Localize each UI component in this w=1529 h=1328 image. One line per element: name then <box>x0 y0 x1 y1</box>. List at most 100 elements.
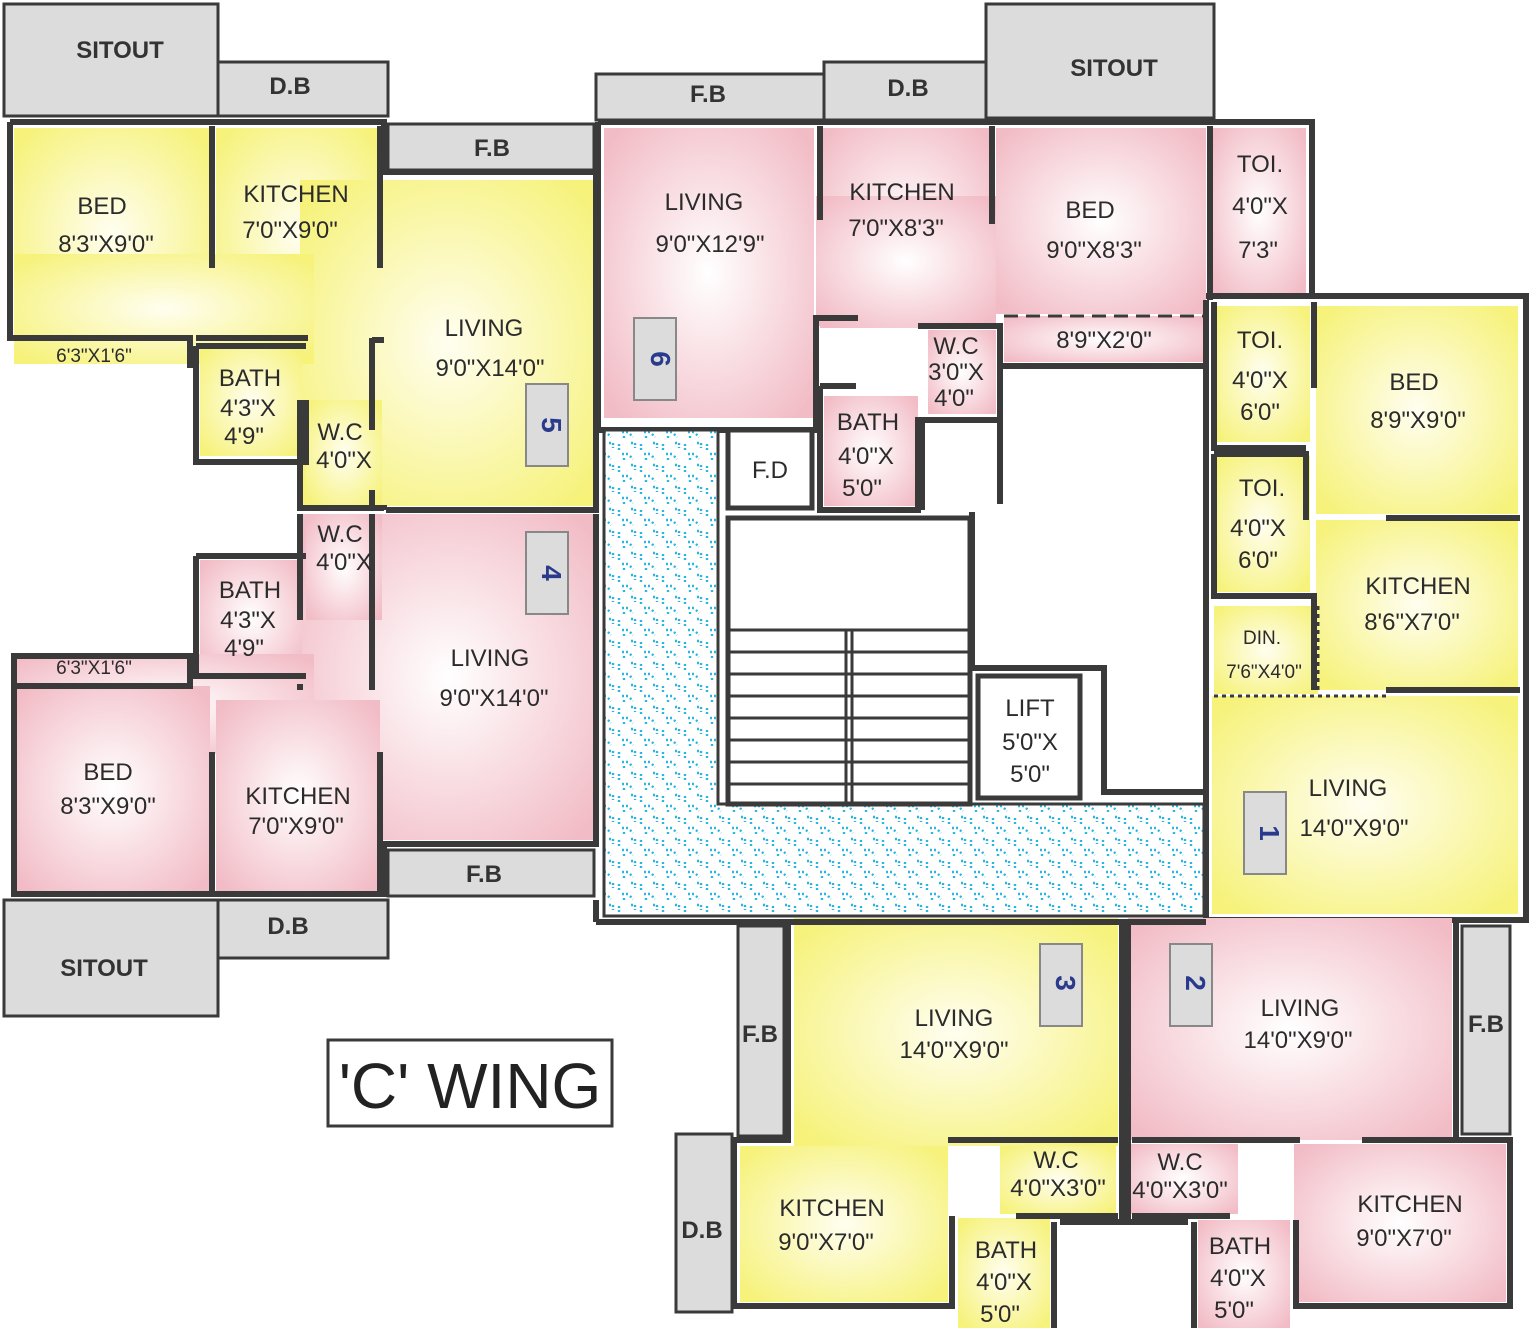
label-kit4-dim: 7'0"X9'0" <box>248 813 344 840</box>
label-bath6-d2: 5'0" <box>842 475 882 502</box>
stair-treads <box>728 628 970 804</box>
label-toi1a-d1: 4'0"X <box>1232 367 1288 394</box>
wing-title: 'C' WING <box>339 1050 602 1122</box>
label-liv6-dim: 9'0"X12'9" <box>656 231 765 258</box>
fb-bottom-left <box>386 848 596 898</box>
unit-number-1: 1 <box>1254 825 1285 841</box>
room-dining-1 <box>1214 606 1318 694</box>
label-lift-d2: 5'0" <box>1010 761 1050 788</box>
label-din1-dim: 7'6"X4'0" <box>1226 662 1302 683</box>
label-kit3-dim: 9'0"X7'0" <box>778 1229 874 1256</box>
label-wc3-dim: 4'0"X3'0" <box>1010 1175 1106 1202</box>
label-bath3: BATH <box>975 1237 1037 1264</box>
label-kit3: KITCHEN <box>779 1195 884 1222</box>
unit-number-2: 2 <box>1180 975 1211 991</box>
label-toi1b-d2: 6'0" <box>1238 547 1278 574</box>
label-fb-bl: F.B <box>466 861 502 888</box>
label-bed6-dim: 9'0"X8'3" <box>1046 237 1142 264</box>
room-toilet-6 <box>1212 128 1306 294</box>
room-bed-6 <box>996 128 1206 314</box>
room-passage-6 <box>816 196 996 326</box>
label-bed5: BED <box>77 193 126 220</box>
label-wc5: W.C <box>317 419 362 446</box>
label-lift: LIFT <box>1005 695 1055 722</box>
label-bed6: BED <box>1065 197 1114 224</box>
label-wc6-d1: 3'0"X <box>928 359 984 386</box>
label-kit4: KITCHEN <box>245 783 350 810</box>
label-liv5-dim: 9'0"X14'0" <box>436 355 545 382</box>
label-bath3-d2: 5'0" <box>980 1301 1020 1328</box>
label-toi6-d2: 7'3" <box>1238 237 1278 264</box>
label-kit5-dim: 7'0"X9'0" <box>242 217 338 244</box>
label-toi1a-d2: 6'0" <box>1240 399 1280 426</box>
label-liv4-dim: 9'0"X14'0" <box>440 685 549 712</box>
label-bal4: 6'3"X1'6" <box>56 658 132 679</box>
label-din1: DIN. <box>1243 628 1281 649</box>
label-kit1-dim: 8'6"X7'0" <box>1364 609 1460 636</box>
label-sitout-bl: SITOUT <box>60 955 148 982</box>
label-liv2: LIVING <box>1261 995 1340 1022</box>
label-wc4-dim: 4'0"X <box>316 549 372 576</box>
label-bal5: 6'3"X1'6" <box>56 346 132 367</box>
label-bath4-d2: 4'9" <box>224 635 264 662</box>
label-bath6-d1: 4'0"X <box>838 443 894 470</box>
label-kit6: KITCHEN <box>849 179 954 206</box>
lift <box>975 673 1083 801</box>
room-kitchen-3 <box>740 1146 948 1302</box>
label-db3: D.B <box>681 1217 722 1244</box>
label-lift-d1: 5'0"X <box>1002 729 1058 756</box>
label-wc3: W.C <box>1033 1147 1078 1174</box>
label-toi6: TOI. <box>1237 151 1283 178</box>
label-fb-tc: F.B <box>690 81 726 108</box>
label-bath2-d1: 4'0"X <box>1210 1265 1266 1292</box>
room-bed-4 <box>14 686 210 892</box>
db-unit-3 <box>674 1132 734 1314</box>
sitout-top-right <box>984 2 1216 120</box>
fb-unit-3 <box>736 924 786 1138</box>
label-db-tc: D.B <box>887 75 928 102</box>
sitout-bottom-left <box>2 898 220 1018</box>
unit-number-4: 4 <box>536 565 567 581</box>
room-wc-3 <box>1000 1146 1116 1214</box>
label-bed1: BED <box>1389 369 1438 396</box>
db-top-left <box>216 60 390 118</box>
label-kit1: KITCHEN <box>1365 573 1470 600</box>
label-sitout-tr: SITOUT <box>1070 55 1158 82</box>
room-kitchen-4 <box>216 700 380 892</box>
label-liv1: LIVING <box>1309 775 1388 802</box>
label-bed5-dim: 8'3"X9'0" <box>58 231 154 258</box>
label-toi1b-d1: 4'0"X <box>1230 515 1286 542</box>
label-bath2-d2: 5'0" <box>1214 1297 1254 1324</box>
label-bath5-d2: 4'9" <box>224 423 264 450</box>
label-fb-tl: F.B <box>474 135 510 162</box>
label-toi6-d1: 4'0"X <box>1232 193 1288 220</box>
label-wc2-dim: 4'0"X3'0" <box>1132 1177 1228 1204</box>
label-bath5-d1: 4'3"X <box>220 395 276 422</box>
label-toi1b: TOI. <box>1239 475 1285 502</box>
label-db-tl: D.B <box>269 73 310 100</box>
room-kitchen-2 <box>1294 1144 1506 1302</box>
label-db-bl: D.B <box>267 913 308 940</box>
label-liv1-dim: 14'0"X9'0" <box>1300 815 1409 842</box>
room-fd <box>725 427 815 511</box>
room-kitchen-1 <box>1316 520 1518 690</box>
label-liv2-dim: 14'0"X9'0" <box>1244 1027 1353 1054</box>
room-bath-2 <box>1198 1220 1290 1328</box>
label-bed1-dim: 8'9"X9'0" <box>1370 407 1466 434</box>
label-liv6: LIVING <box>665 189 744 216</box>
room-wc-2 <box>1128 1144 1238 1214</box>
room-toilet-1b <box>1214 456 1310 592</box>
label-bed4: BED <box>83 759 132 786</box>
unit-badges <box>525 317 1287 1027</box>
label-fd: F.D <box>752 457 788 484</box>
label-kit2: KITCHEN <box>1357 1191 1462 1218</box>
unit-number-3: 3 <box>1050 975 1081 991</box>
label-fb2: F.B <box>1468 1011 1504 1038</box>
label-wc2: W.C <box>1157 1149 1202 1176</box>
label-toi1a: TOI. <box>1237 327 1283 354</box>
label-bal6: 8'9"X2'0" <box>1056 327 1152 354</box>
unit-number-6: 6 <box>645 351 676 367</box>
label-kit6-dim: 7'0"X8'3" <box>848 215 944 242</box>
label-liv4: LIVING <box>451 645 530 672</box>
